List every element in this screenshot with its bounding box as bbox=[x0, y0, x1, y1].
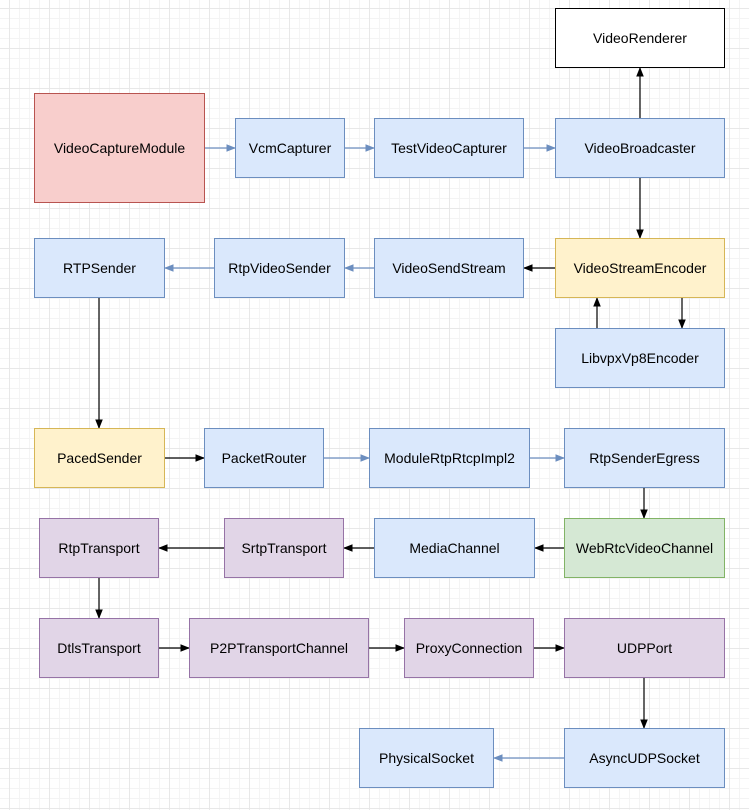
vcm-capturer-node[interactable]: VcmCapturer bbox=[235, 118, 345, 178]
video-send-stream-node[interactable]: VideoSendStream bbox=[374, 238, 524, 298]
video-broadcaster-node[interactable]: VideoBroadcaster bbox=[555, 118, 725, 178]
srtp-transport-node[interactable]: SrtpTransport bbox=[224, 518, 344, 578]
libvpx-vp8-encoder-node[interactable]: LibvpxVp8Encoder bbox=[555, 328, 725, 388]
media-channel-node[interactable]: MediaChannel bbox=[374, 518, 535, 578]
rtp-sender-egress-node[interactable]: RtpSenderEgress bbox=[564, 428, 725, 488]
test-video-capturer-node[interactable]: TestVideoCapturer bbox=[374, 118, 524, 178]
physical-socket-node[interactable]: PhysicalSocket bbox=[359, 728, 494, 788]
video-capture-module-node[interactable]: VideoCaptureModule bbox=[34, 93, 205, 203]
video-stream-encoder-node[interactable]: VideoStreamEncoder bbox=[555, 238, 725, 298]
async-udp-socket-node[interactable]: AsyncUDPSocket bbox=[564, 728, 725, 788]
video-renderer-node[interactable]: VideoRenderer bbox=[555, 8, 725, 68]
paced-sender-node[interactable]: PacedSender bbox=[34, 428, 165, 488]
rtp-video-sender-node[interactable]: RtpVideoSender bbox=[214, 238, 345, 298]
dtls-transport-node[interactable]: DtlsTransport bbox=[39, 618, 159, 678]
proxy-connection-node[interactable]: ProxyConnection bbox=[404, 618, 534, 678]
module-rtp-rtcp-impl2-node[interactable]: ModuleRtpRtcpImpl2 bbox=[369, 428, 530, 488]
packet-router-node[interactable]: PacketRouter bbox=[204, 428, 324, 488]
rtp-sender-node[interactable]: RTPSender bbox=[34, 238, 165, 298]
web-rtc-video-channel-node[interactable]: WebRtcVideoChannel bbox=[564, 518, 725, 578]
p2p-transport-channel-node[interactable]: P2PTransportChannel bbox=[189, 618, 369, 678]
udp-port-node[interactable]: UDPPort bbox=[564, 618, 725, 678]
rtp-transport-node[interactable]: RtpTransport bbox=[39, 518, 159, 578]
